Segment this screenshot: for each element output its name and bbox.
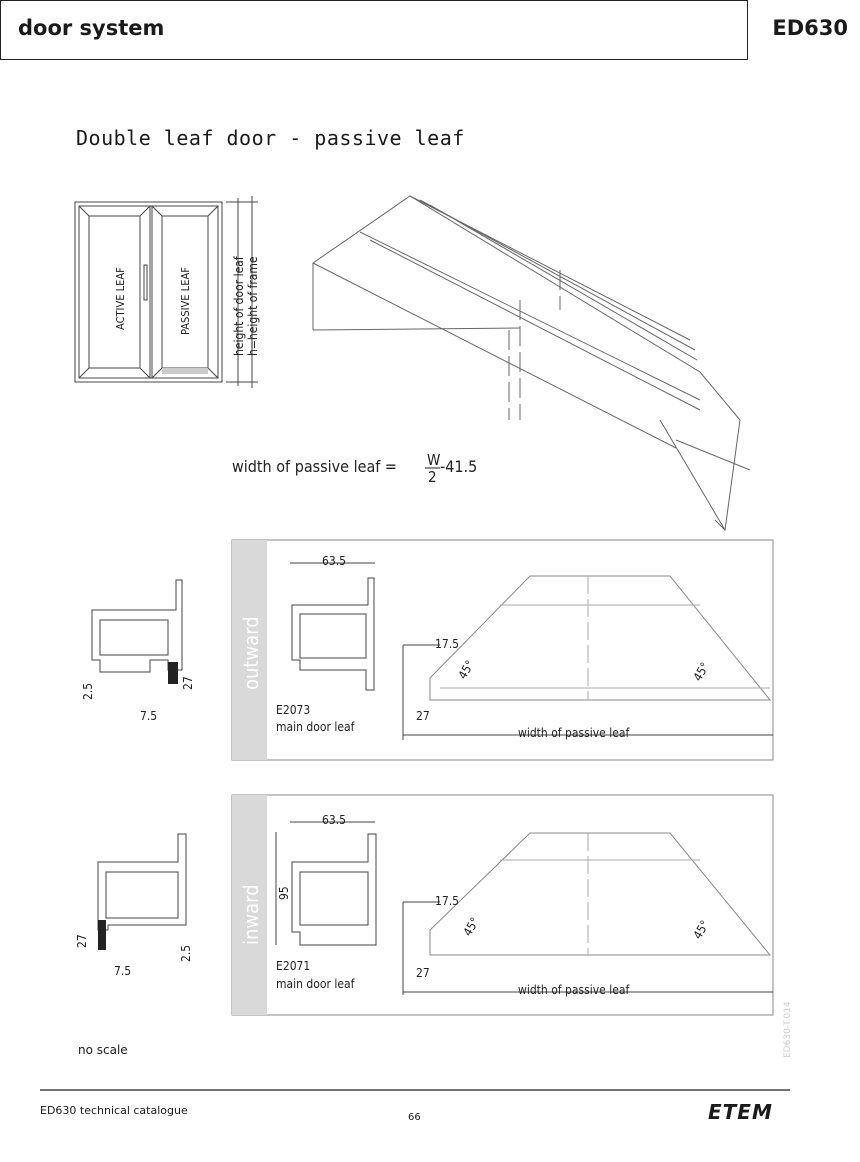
header-title: door system — [18, 16, 165, 40]
dim-27b: 27 — [416, 966, 430, 980]
inward-label: inward — [239, 884, 263, 945]
dim-7-5: 7.5 — [140, 709, 157, 723]
dim-2-5: 2.5 — [179, 945, 193, 962]
profile-code: E2073 — [276, 703, 310, 717]
profile-code: E2071 — [276, 959, 310, 973]
width-label: width of passive leaf — [518, 726, 630, 740]
dim-17-5: 17.5 — [435, 894, 459, 908]
dim-27: 27 — [75, 934, 89, 948]
footer-catalogue: ED630 technical catalogue — [40, 1104, 188, 1117]
profile-desc: main door leaf — [276, 720, 356, 734]
formula-denominator: 2 — [428, 468, 437, 486]
door-elevation: ACTIVE LEAF PASSIVE LEAF height of door … — [74, 196, 260, 388]
dim-63-5: 63.5 — [322, 813, 346, 827]
outward-label: outward — [239, 616, 263, 690]
angle-left: 45° — [460, 915, 482, 939]
page-number: 66 — [408, 1112, 421, 1123]
formula-prefix: width of passive leaf = — [232, 457, 397, 476]
dim-17-5: 17.5 — [435, 637, 459, 651]
profile-desc: main door leaf — [276, 977, 356, 991]
width-label: width of passive leaf — [518, 983, 630, 997]
dim-27b: 27 — [416, 709, 430, 723]
dim-2-5: 2.5 — [81, 683, 95, 700]
dim-leaf-height: height of door leaf — [232, 255, 246, 356]
inward-panel: inward 27 7.5 2.5 63.5 95 E2071 main doo… — [75, 794, 774, 1016]
active-leaf-label: ACTIVE LEAF — [114, 267, 127, 330]
dim-95: 95 — [277, 886, 291, 900]
page-header: door system ED630 — [0, 0, 848, 60]
dim-63-5: 63.5 — [322, 554, 346, 568]
dim-frame-height: h=height of frame — [246, 256, 260, 356]
dim-27: 27 — [181, 676, 195, 690]
formula-suffix: -41.5 — [440, 457, 477, 476]
dim-7-5: 7.5 — [114, 964, 131, 978]
angle-left: 45° — [455, 658, 477, 682]
page-subtitle: Double leaf door - passive leaf — [76, 126, 465, 150]
formula-numerator: W — [427, 451, 440, 469]
header-code: ED630 — [772, 16, 848, 40]
watermark-code: ED630-T.014 — [783, 1001, 793, 1058]
no-scale-note: no scale — [78, 1043, 128, 1057]
angle-right: 45° — [690, 660, 712, 684]
angle-right: 45° — [690, 918, 712, 942]
passive-leaf-label: PASSIVE LEAF — [179, 267, 192, 335]
leaf-3d-view — [312, 195, 751, 532]
etem-logo: ETEM — [708, 1100, 773, 1124]
outward-panel: outward 2.5 27 7.5 63.5 E2073 main door … — [81, 539, 774, 761]
